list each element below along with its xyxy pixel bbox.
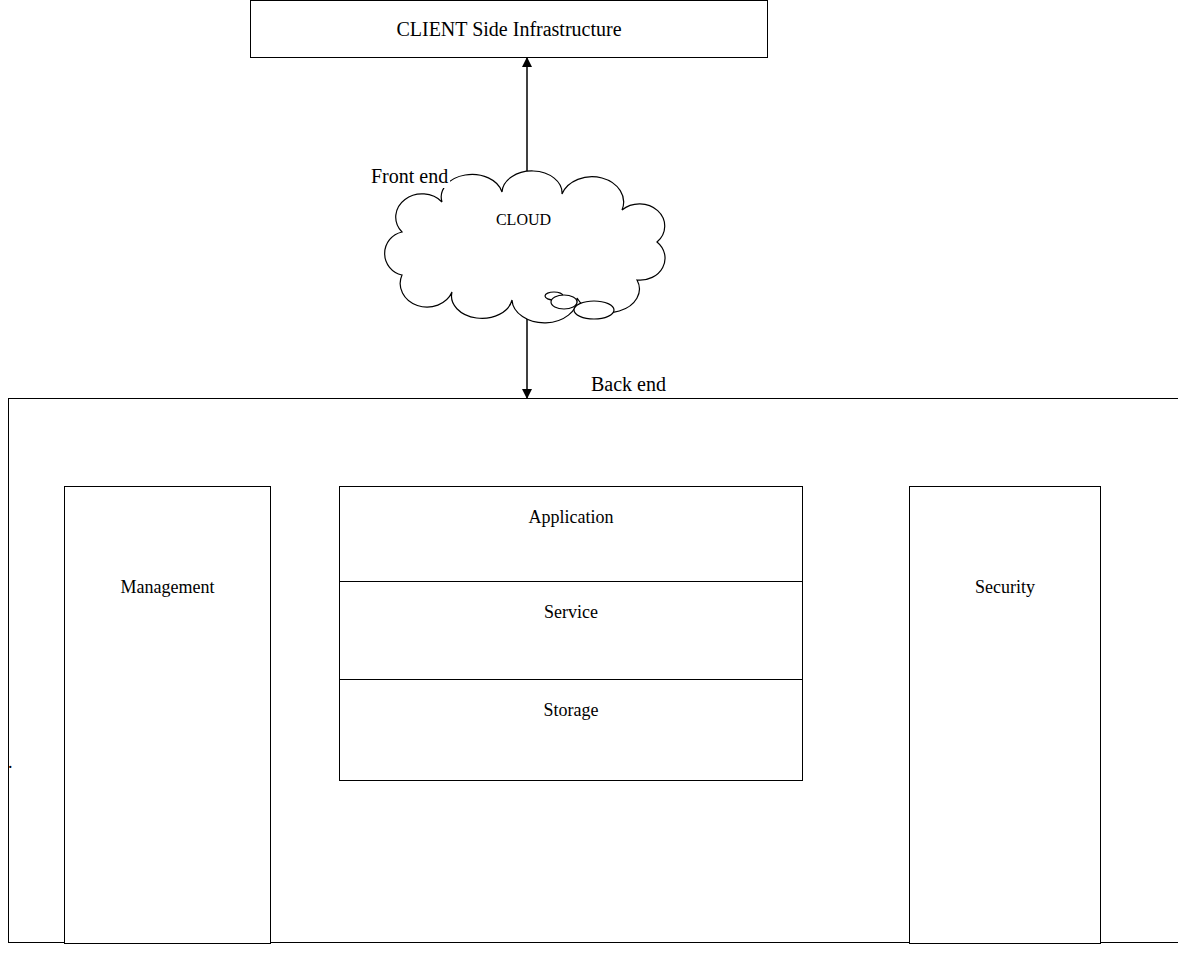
storage-layer: Storage: [339, 679, 803, 781]
cloud-shape: CLOUD: [372, 180, 675, 312]
node-text: Service: [340, 582, 802, 624]
node-text: Security: [910, 487, 1100, 599]
stray-mark: .: [8, 752, 13, 774]
node-text: Back end: [591, 372, 666, 396]
application-layer: Application: [339, 486, 803, 582]
node-text: Storage: [340, 680, 802, 722]
service-layer: Service: [339, 581, 803, 680]
node-text: CLIENT Side Infrastructure: [251, 1, 767, 41]
node-text: Management: [65, 487, 270, 599]
edge-label: Front end: [369, 164, 450, 188]
cloud-outline: [372, 180, 675, 312]
security-box: Security: [909, 486, 1101, 944]
backend-region: Back endManagementApplicationServiceStor…: [8, 398, 1178, 943]
management-box: Management: [64, 486, 271, 944]
node-text: Application: [340, 487, 802, 529]
client-box: CLIENT Side Infrastructure: [250, 0, 768, 58]
